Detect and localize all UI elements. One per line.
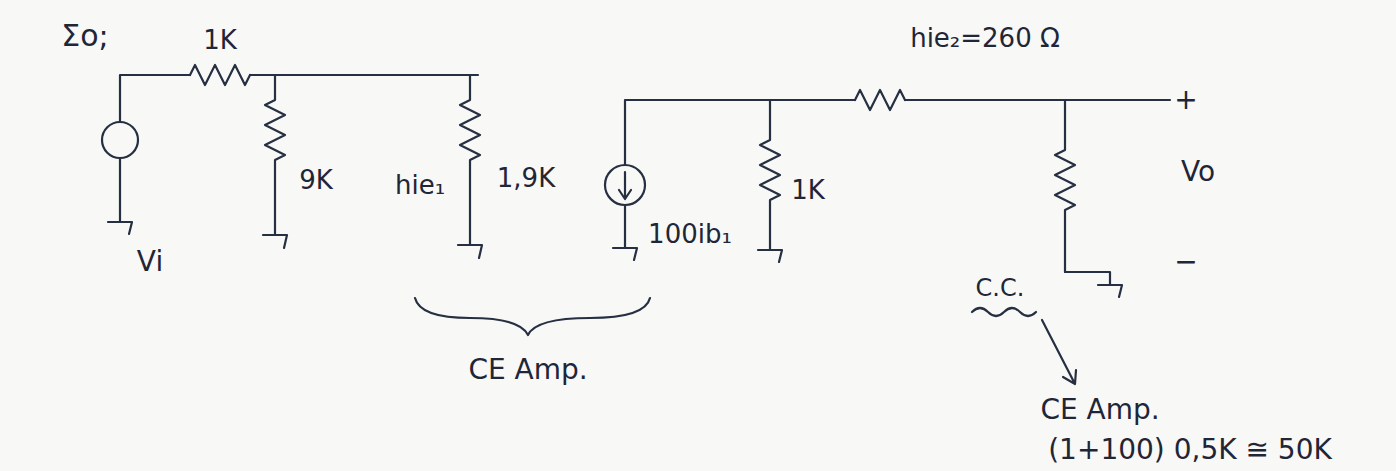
stage-note: CE Amp.: [468, 355, 587, 386]
ground-symbol: [1065, 272, 1122, 297]
parameter-value: hie₂=260 Ω: [910, 24, 1060, 53]
brace: [415, 298, 650, 335]
ground-symbol: [758, 250, 782, 262]
resistor-symbol: [1055, 100, 1075, 272]
ground-symbol: [458, 245, 482, 258]
polarity-mark: +: [1174, 85, 1197, 116]
wire: [250, 74, 478, 76]
sheet-tag: Σo;: [61, 19, 108, 52]
ground-symbol: [263, 235, 287, 248]
source-arrow: [619, 172, 631, 199]
component-value: 9K: [299, 166, 333, 195]
wire: [625, 100, 855, 165]
component-value: 1K: [203, 26, 237, 55]
stage-note: C.C.: [976, 275, 1025, 301]
polarity-mark: −: [1174, 247, 1197, 278]
voltage-source: [102, 122, 138, 158]
signal-name: Vi: [137, 247, 163, 278]
component-value: 1K: [791, 176, 825, 205]
resistor-symbol: [760, 100, 780, 250]
current-source: [605, 165, 645, 205]
formula: (1+100) 0,5K ≅ 50K: [1048, 435, 1332, 466]
pointer-arrow: [1042, 320, 1076, 384]
squiggle: [972, 308, 1036, 316]
ground-symbol: [613, 205, 637, 260]
resistor-symbol: [190, 65, 250, 85]
wire: [120, 75, 190, 122]
ground-symbol: [108, 158, 132, 234]
resistor-symbol: [265, 75, 285, 235]
resistor-symbol: [855, 90, 905, 110]
source-value: 100ib₁: [648, 220, 732, 249]
resistor-symbol: [460, 75, 480, 245]
parameter-name: hie₁: [395, 171, 445, 200]
wire: [905, 99, 1170, 101]
component-value: 1,9K: [497, 164, 555, 193]
signal-name: Vo: [1181, 157, 1215, 188]
stage-note: CE Amp.: [1040, 395, 1159, 426]
